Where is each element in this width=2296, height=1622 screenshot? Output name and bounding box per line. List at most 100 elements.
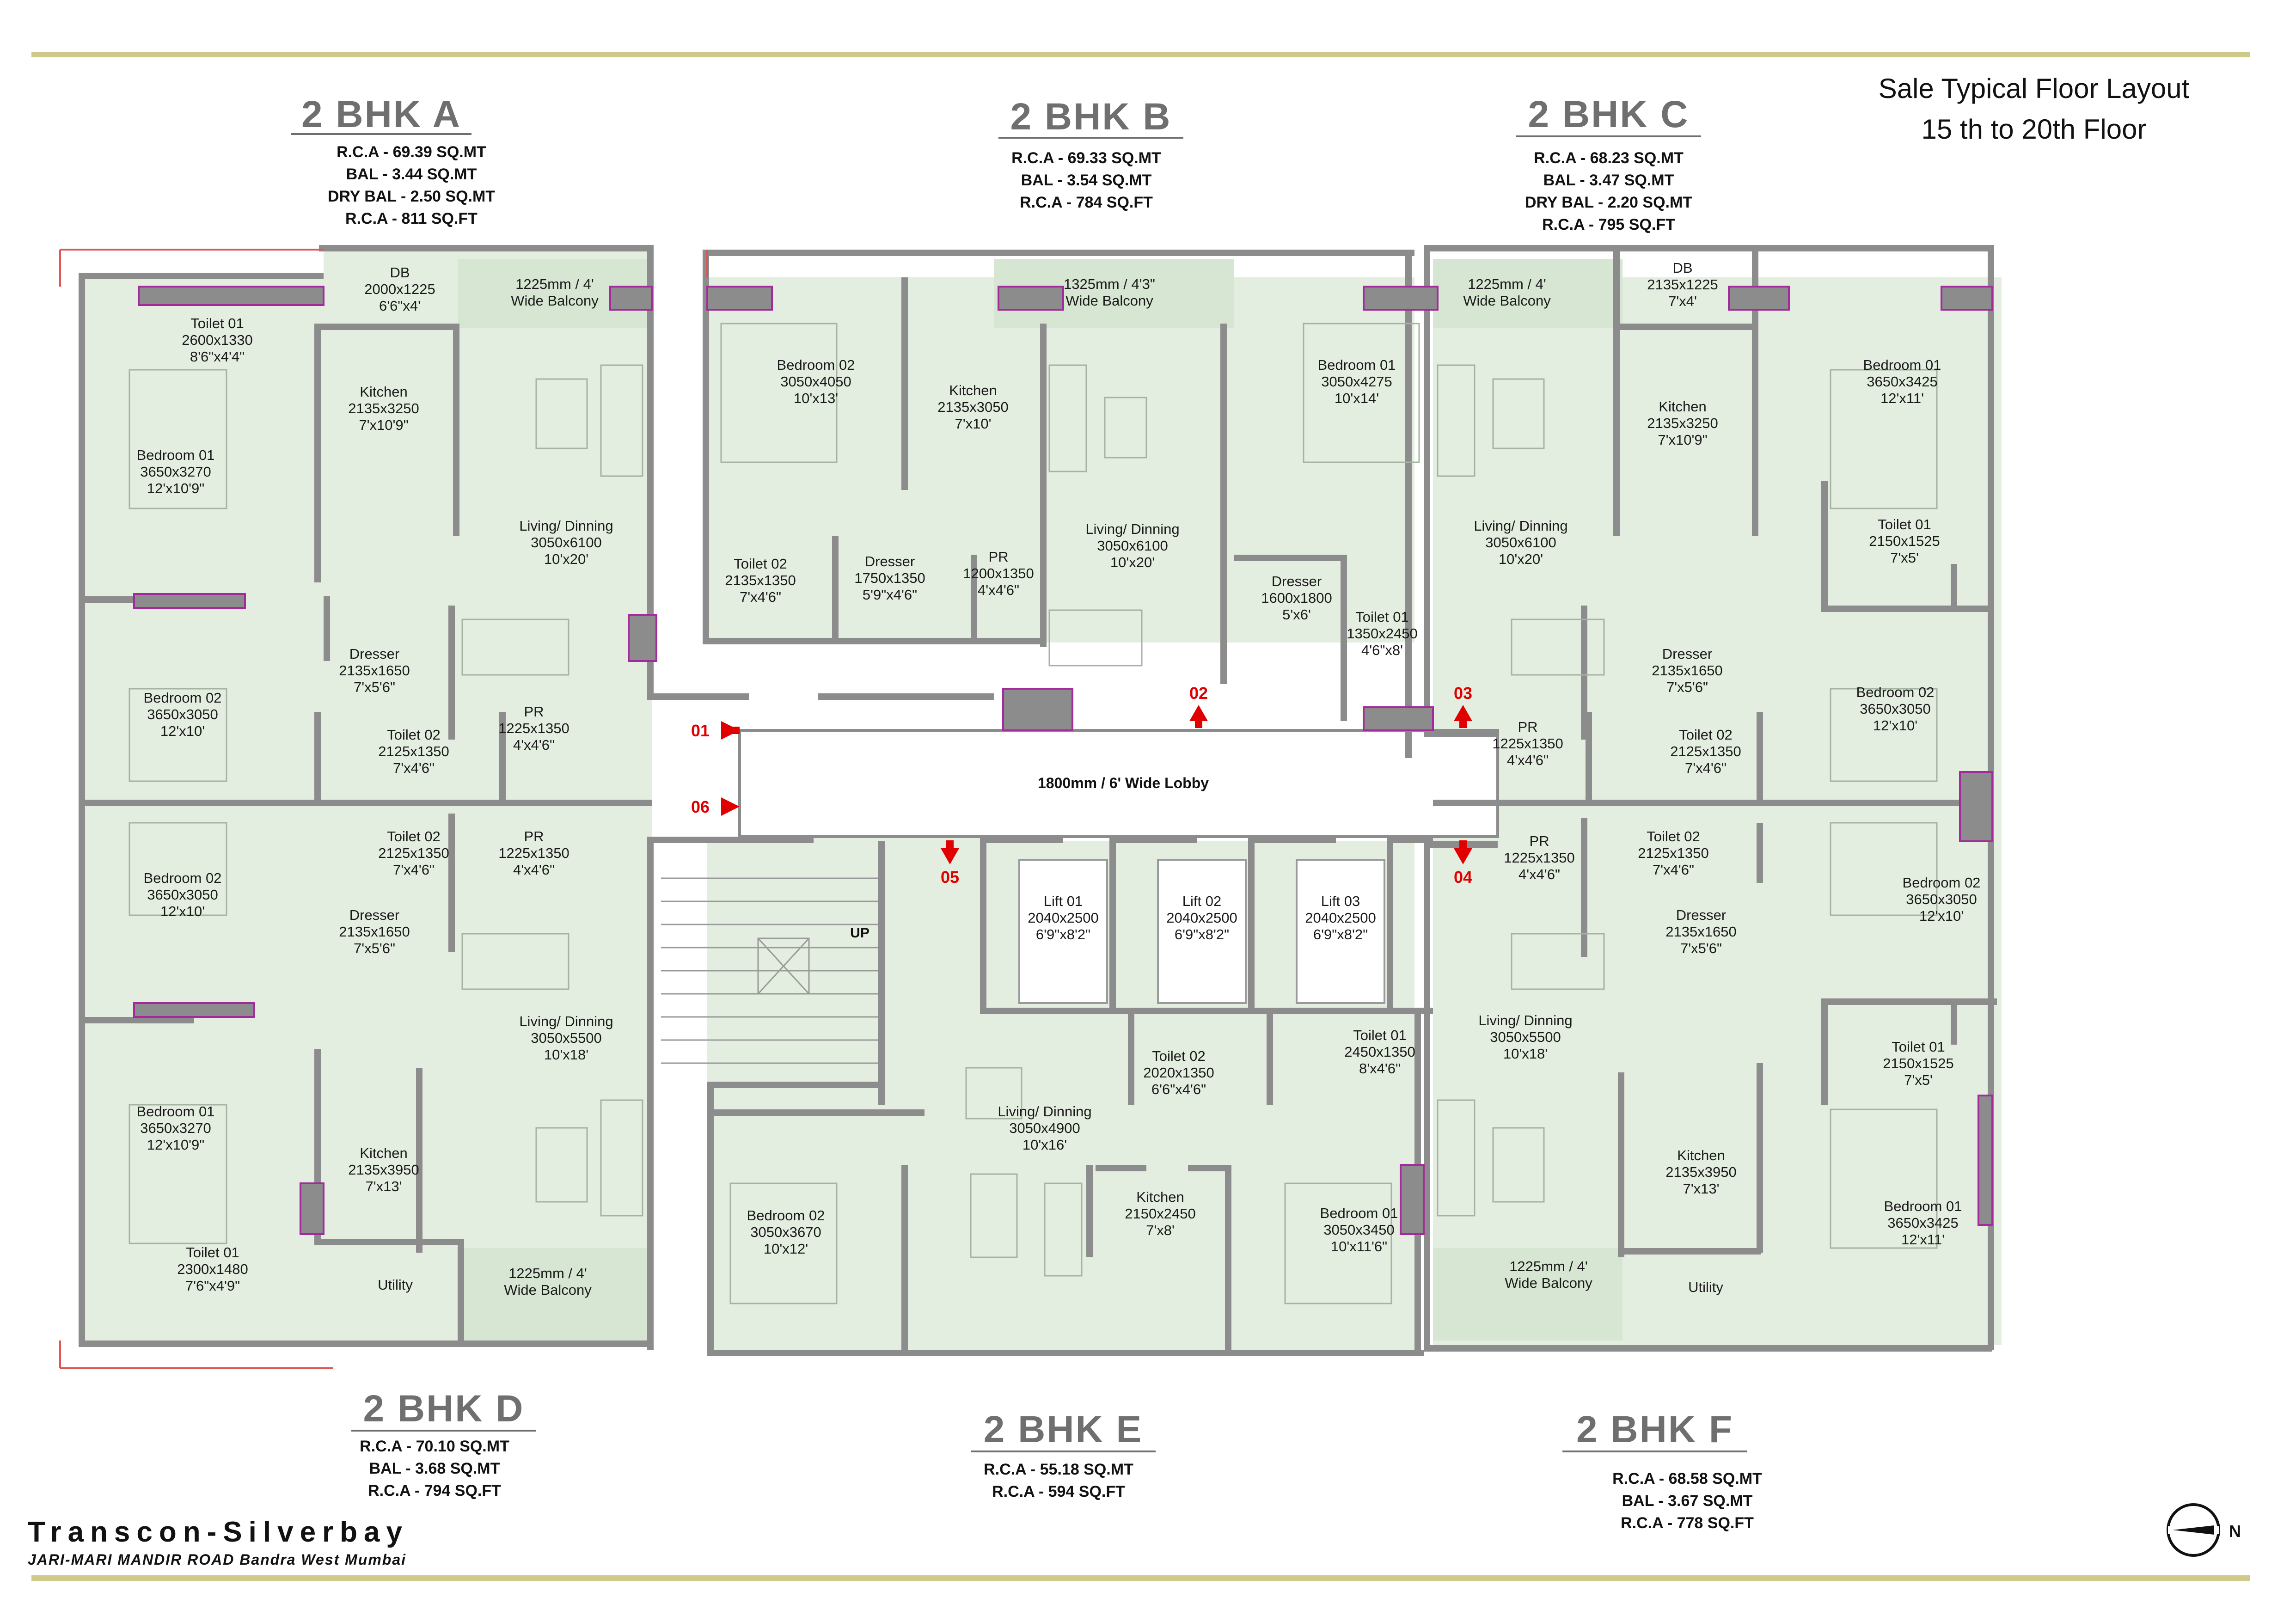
- room-label-line: PR: [1529, 833, 1549, 849]
- room-label-line: 6'9"x8'2": [1036, 926, 1090, 943]
- room-label-line: 3650x3050: [147, 887, 218, 903]
- stair-up-label: UP: [850, 925, 869, 941]
- svg-text:BAL - 3.47 SQ.MT: BAL - 3.47 SQ.MT: [1543, 171, 1674, 189]
- columns: [133, 286, 1993, 1235]
- room-label-line: Dresser: [1272, 573, 1322, 589]
- room-label-line: Living/ Dinning: [519, 518, 613, 534]
- svg-text:2 BHK D: 2 BHK D: [363, 1388, 524, 1430]
- room-label-line: 3650x3050: [1906, 891, 1977, 907]
- flat-number-06: 06: [691, 797, 710, 816]
- room-label-line: 4'x4'6": [1518, 866, 1560, 882]
- room-label-line: Dresser: [1676, 907, 1727, 923]
- top-rule: [31, 52, 2250, 57]
- unit-c-header: 2 BHK C R.C.A - 68.23 SQ.MT BAL - 3.47 S…: [1516, 93, 1701, 233]
- unit-e-header: 2 BHK E R.C.A - 55.18 SQ.MT R.C.A - 594 …: [971, 1408, 1156, 1500]
- room-label-line: 4'6"x8': [1361, 642, 1403, 658]
- room-label-line: 12'x11': [1901, 1231, 1945, 1248]
- room-label-line: Toilet 02: [387, 828, 440, 845]
- room-label-line: Toilet 01: [190, 315, 244, 331]
- unit-d-header: 2 BHK D R.C.A - 70.10 SQ.MT BAL - 3.68 S…: [351, 1388, 536, 1500]
- room-label-line: Wide Balcony: [1463, 293, 1551, 309]
- room-label-line: PR: [524, 828, 544, 845]
- svg-text:DRY BAL - 2.20 SQ.MT: DRY BAL - 2.20 SQ.MT: [1525, 194, 1692, 211]
- svg-text:R.C.A - 594 SQ.FT: R.C.A - 594 SQ.FT: [992, 1483, 1125, 1500]
- flat-number-04: 04: [1454, 868, 1472, 887]
- room-label-line: 7'x5'6": [1666, 679, 1708, 695]
- room-label-line: 2150x2450: [1125, 1206, 1195, 1222]
- room-label-line: 1225mm / 4': [515, 276, 594, 292]
- room-label-line: 7'x13': [365, 1178, 402, 1194]
- room-label-line: 2125x1350: [1638, 845, 1708, 861]
- room-label-line: 3050x3670: [750, 1224, 821, 1240]
- svg-text:N: N: [2229, 1522, 2241, 1541]
- room-label-line: 3050x5500: [531, 1030, 601, 1046]
- room-label-line: 7'x5': [1904, 1072, 1933, 1088]
- room-label-line: 6'6"x4': [379, 298, 421, 314]
- room-label-line: 2135x3250: [1647, 415, 1718, 431]
- room-label-line: Dresser: [349, 646, 400, 662]
- room-label-f-balcony: 1225mm / 4'Wide Balcony: [1505, 1258, 1592, 1291]
- room-label-line: 7'x5': [1890, 550, 1919, 566]
- room-label-line: Utility: [1688, 1279, 1723, 1295]
- entry-arrow-icon: [1454, 705, 1472, 728]
- room-label-line: 4'x4'6": [513, 862, 555, 878]
- room-label-line: 7'x10'9": [359, 417, 408, 433]
- room-label-line: 7'x8': [1146, 1222, 1175, 1238]
- room-label-line: 12'x10'9": [147, 480, 205, 496]
- room-label-line: 2000x1225: [364, 281, 435, 297]
- svg-text:R.C.A - 69.33 SQ.MT: R.C.A - 69.33 SQ.MT: [1011, 149, 1161, 167]
- exterior-ledges: [59, 249, 708, 1369]
- room-label-line: 6'9"x8'2": [1313, 926, 1368, 943]
- room-label-line: Toilet 02: [734, 556, 787, 572]
- room-label-line: 2135x1650: [339, 662, 410, 679]
- room-label-line: 2135x3950: [348, 1162, 419, 1178]
- room-label-line: 3050x4050: [780, 373, 851, 390]
- room-label-line: 6'9"x8'2": [1175, 926, 1229, 943]
- svg-text:2 BHK F: 2 BHK F: [1576, 1408, 1733, 1451]
- room-label-line: 1325mm / 4'3": [1064, 276, 1155, 292]
- room-label-line: 2040x2500: [1166, 910, 1237, 926]
- flat-number-02: 02: [1189, 684, 1208, 703]
- room-label-line: 2020x1350: [1143, 1065, 1214, 1081]
- room-label-line: Toilet 01: [1878, 516, 1931, 533]
- room-label-line: 12'x11': [1880, 390, 1924, 406]
- room-label-line: DB: [1672, 260, 1692, 276]
- room-label-line: 4'x4'6": [978, 582, 1019, 598]
- room-label-line: Bedroom 02: [1903, 875, 1981, 891]
- lift-shafts: [1018, 859, 1385, 1004]
- room-label-line: Toilet 02: [1679, 727, 1732, 743]
- room-label-line: 7'x10'9": [1658, 432, 1707, 448]
- brand-address: JARI-MARI MANDIR ROAD Bandra West Mumbai: [28, 1551, 406, 1568]
- flat-entry-markers: 01 06 02 03 04 05: [691, 684, 1472, 887]
- entry-arrow-icon: [721, 721, 740, 740]
- svg-text:BAL - 3.44 SQ.MT: BAL - 3.44 SQ.MT: [346, 165, 477, 183]
- room-label-line: 12'x10': [1873, 717, 1917, 734]
- room-label-line: 2600x1330: [182, 332, 252, 348]
- room-label-line: 2125x1350: [378, 845, 449, 861]
- room-label-line: 10'x18': [544, 1047, 588, 1063]
- svg-text:BAL - 3.68 SQ.MT: BAL - 3.68 SQ.MT: [369, 1460, 500, 1477]
- room-label-line: 10'x14': [1335, 390, 1379, 406]
- room-label-line: 2450x1350: [1344, 1044, 1415, 1060]
- unit-a-header: 2 BHK A R.C.A - 69.39 SQ.MT BAL - 3.44 S…: [291, 93, 495, 227]
- room-label-line: PR: [524, 704, 544, 720]
- room-label-line: 6'6"x4'6": [1151, 1081, 1206, 1097]
- room-label-line: 2135x1650: [339, 924, 410, 940]
- room-label-line: 1225mm / 4': [508, 1265, 587, 1281]
- entry-arrow-icon: [1454, 840, 1472, 864]
- room-label-line: 7'x5'6": [354, 679, 395, 695]
